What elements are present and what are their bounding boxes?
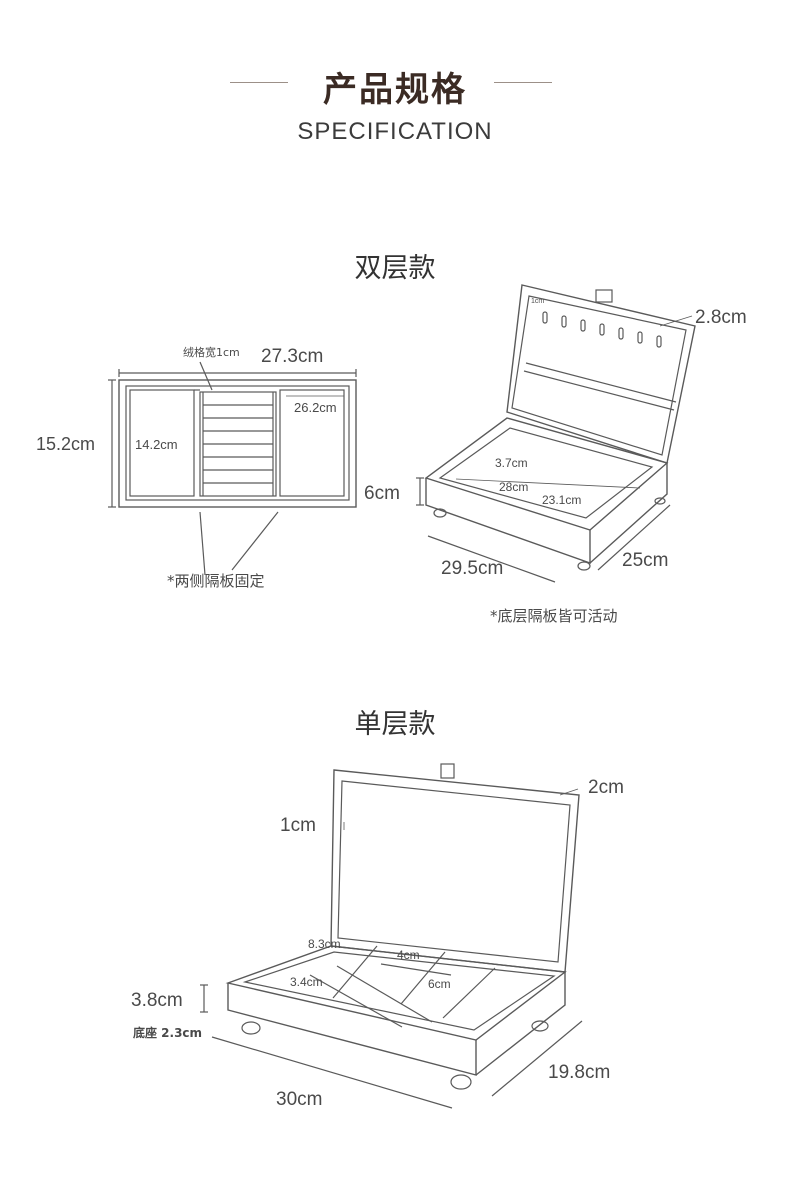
double-layer-title: 双层款 <box>354 253 436 284</box>
compartment-line <box>380 963 452 976</box>
single-width-label: 19.8cm <box>548 1062 610 1083</box>
compartment-line <box>309 974 403 1028</box>
single-height-label: 3.8cm <box>131 990 183 1011</box>
double-top-view <box>108 361 357 576</box>
tray-length-label: 28cm <box>499 480 528 494</box>
page-title: 产品规格 <box>323 70 467 110</box>
compartment-line <box>332 945 378 999</box>
single-lid-knob <box>440 763 455 779</box>
lid-divider-top <box>525 362 677 403</box>
single-iso-view <box>200 763 583 1109</box>
compartment-d-label: 6cm <box>428 977 451 991</box>
foot <box>433 508 447 518</box>
inner-width-label: 26.2cm <box>294 400 337 415</box>
right-compartment <box>279 389 345 497</box>
compartment-a-label: 8.3cm <box>308 937 341 951</box>
foot <box>577 561 591 571</box>
single-length-dim <box>211 1036 453 1109</box>
outer-depth-label: 15.2cm <box>36 434 95 454</box>
fixed-divider-note: *两侧隔板固定 <box>167 572 265 590</box>
lid-inner <box>511 295 687 456</box>
double-iso-view <box>416 284 696 583</box>
box-side-face <box>589 463 668 564</box>
compartment-line <box>336 965 433 1023</box>
compartment-line <box>400 951 446 1005</box>
page-subtitle: SPECIFICATION <box>297 118 493 145</box>
lid-divider-bottom <box>523 370 675 411</box>
height-label: 6cm <box>364 483 400 504</box>
width-label: 25cm <box>622 550 668 571</box>
title-rule-right <box>494 82 552 83</box>
outer-width-label: 27.3cm <box>261 346 323 367</box>
fixed-divider-pointer-left <box>199 511 206 576</box>
compartment-c-label: 3.4cm <box>290 975 323 989</box>
tray-width-label: 23.1cm <box>542 493 581 507</box>
box-inner-rim <box>438 427 654 519</box>
title-rule-left <box>230 82 288 83</box>
single-base-label: 底座 2.3cm <box>133 1025 202 1040</box>
length-label: 29.5cm <box>441 558 503 579</box>
single-box-front-face <box>227 983 477 1076</box>
single-width-dim <box>491 1020 583 1097</box>
movable-divider-note: *底层隔板皆可活动 <box>490 607 618 625</box>
divider-width-label: 绒格宽1cm <box>183 345 240 359</box>
outer-box-outline <box>118 379 357 508</box>
single-length-label: 30cm <box>276 1089 322 1110</box>
single-foot <box>531 1020 549 1032</box>
inner-box-outline <box>125 385 350 501</box>
lid-thickness-label: 2.8cm <box>695 307 747 328</box>
ring-slots <box>199 391 277 497</box>
single-lid-frame-label: 1cm <box>280 815 316 836</box>
compartment-b-label: 4cm <box>397 948 420 962</box>
foot <box>654 497 666 505</box>
single-layer-title: 单层款 <box>354 709 436 740</box>
single-foot <box>241 1021 261 1035</box>
tray-gap-label: 3.7cm <box>495 456 528 470</box>
box-top-rim <box>424 417 669 531</box>
lid-edge-label: 1cm <box>531 298 544 305</box>
box-front-face <box>425 478 591 564</box>
width-dim <box>597 504 671 571</box>
single-lid-inner <box>337 780 571 963</box>
fixed-divider-pointer-right <box>231 511 279 571</box>
compartment-line <box>442 967 496 1019</box>
single-lid-thickness-label: 2cm <box>588 777 624 798</box>
divider-leader <box>199 361 213 391</box>
length-dim <box>427 535 556 583</box>
single-box-inner-rim <box>242 951 556 1031</box>
lid-clasp <box>595 289 613 303</box>
single-box-side-face <box>475 972 566 1076</box>
inner-depth-label: 14.2cm <box>135 437 178 452</box>
single-foot <box>450 1074 472 1090</box>
